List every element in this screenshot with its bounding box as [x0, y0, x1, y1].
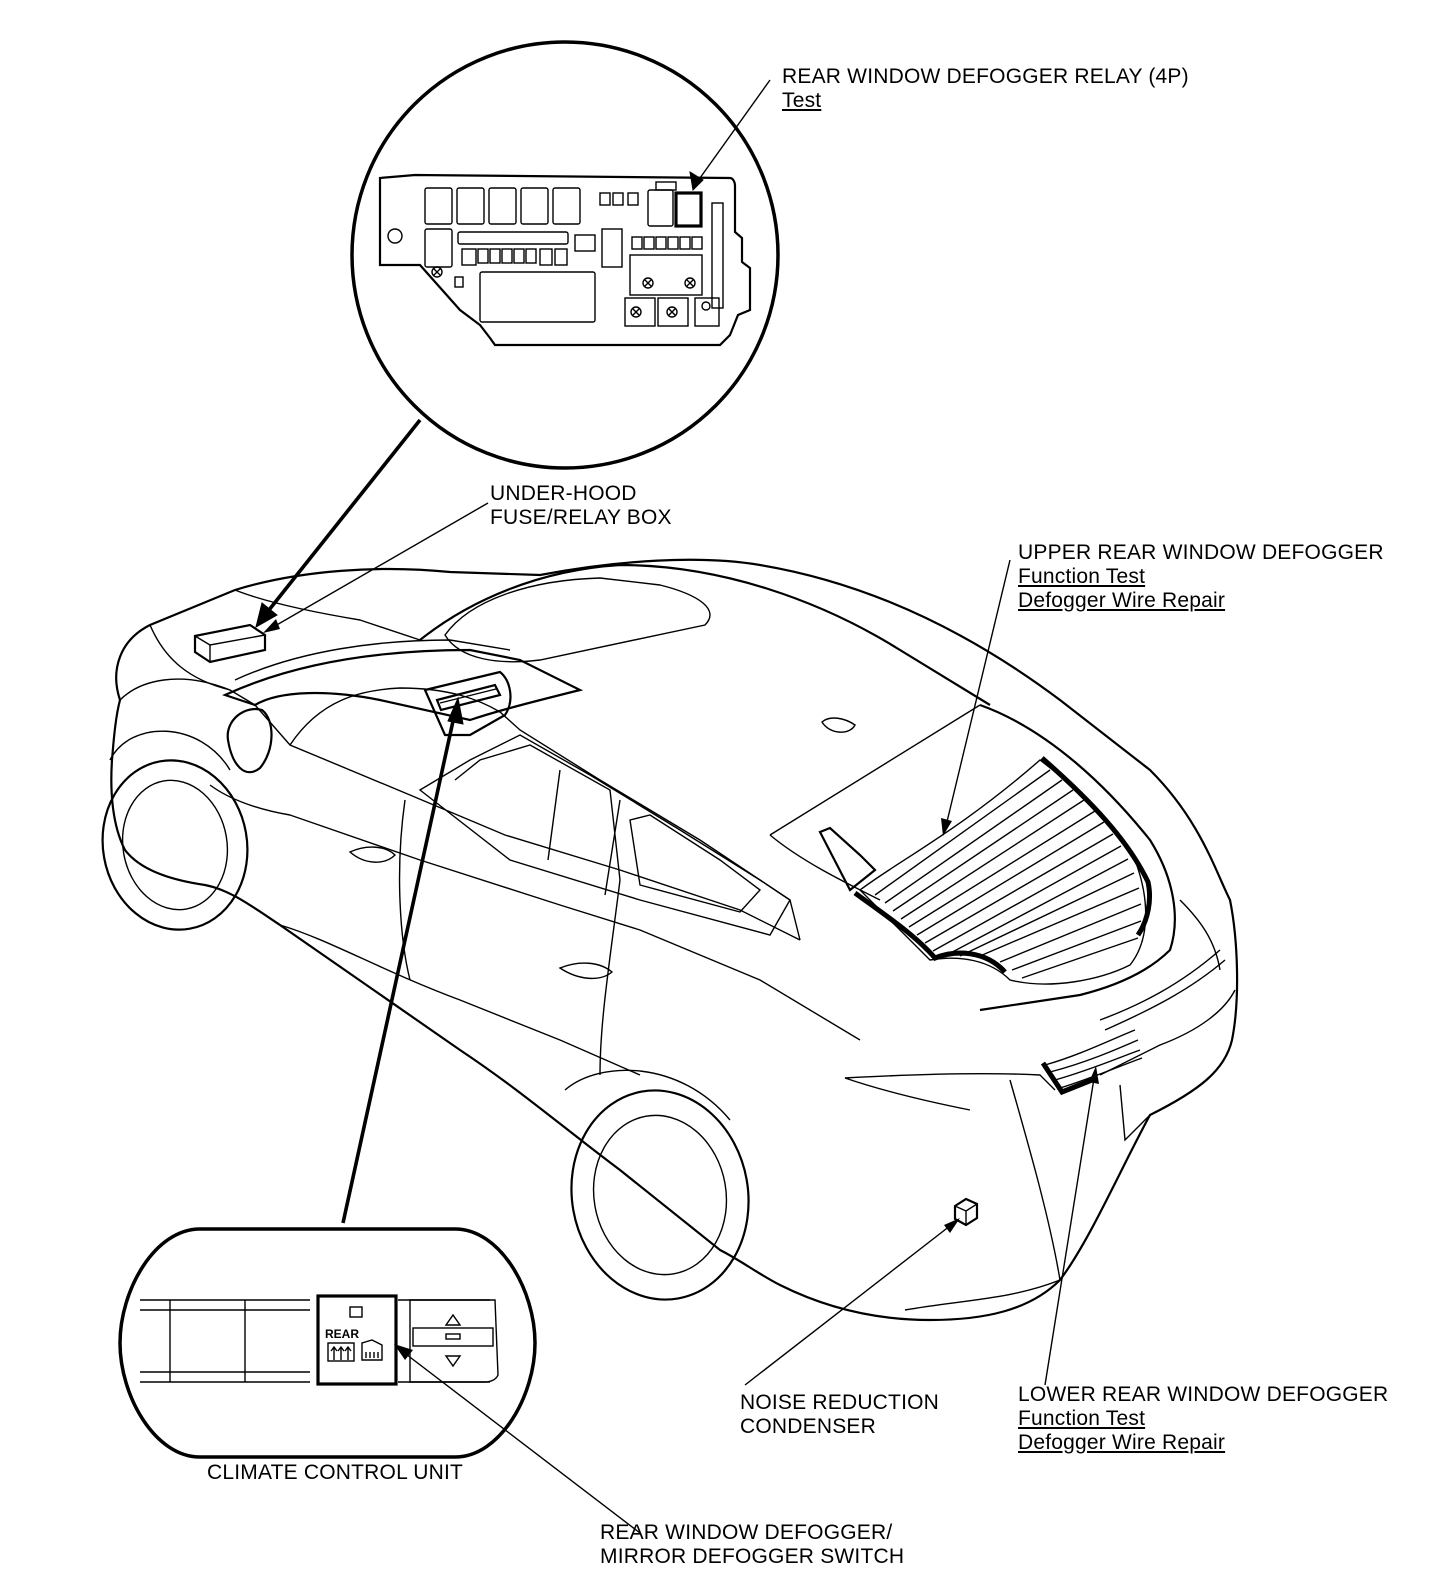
- fuse-relay-box-on-car[interactable]: [193, 623, 267, 664]
- climate-control-on-dash[interactable]: [423, 670, 512, 737]
- switch-title-line1: REAR WINDOW DEFOGGER/: [600, 1521, 893, 1544]
- upper-wire-repair-link[interactable]: Defogger Wire Repair: [1018, 589, 1226, 612]
- lower-defogger-title: LOWER REAR WINDOW DEFOGGER: [1018, 1383, 1389, 1406]
- upper-function-test-link[interactable]: Function Test: [1018, 565, 1146, 588]
- lower-defogger-callout: LOWER REAR WINDOW DEFOGGER Function Test…: [1018, 1383, 1388, 1455]
- lower-rear-window-defogger-grid[interactable]: [1040, 1029, 1143, 1096]
- relay-callout: REAR WINDOW DEFOGGER RELAY (4P) Test: [782, 65, 1189, 113]
- relay-title: REAR WINDOW DEFOGGER RELAY (4P): [782, 65, 1189, 88]
- leader-lines: [255, 79, 1099, 1534]
- condenser-title-line2: CONDENSER: [740, 1415, 876, 1438]
- climate-unit-title: CLIMATE CONTROL UNIT: [207, 1461, 464, 1484]
- rear-button-label: REAR: [325, 1327, 359, 1341]
- down-triangle-icon: [444, 1355, 462, 1368]
- mirror-defogger-icon: [361, 1339, 383, 1361]
- relay-test-link[interactable]: Test: [782, 89, 822, 112]
- rear-defogger-switch-button[interactable]: REAR: [316, 1294, 398, 1386]
- lower-wire-repair-link[interactable]: Defogger Wire Repair: [1018, 1431, 1226, 1454]
- relay-box-detail-circle: [350, 40, 780, 470]
- climate-unit-callout: CLIMATE CONTROL UNIT: [207, 1461, 463, 1485]
- noise-reduction-condenser-part[interactable]: [953, 1197, 979, 1227]
- rear-window-defogger-relay[interactable]: [674, 191, 703, 228]
- car-illustration: [101, 558, 1239, 1322]
- upper-rear-window-defogger-grid[interactable]: [818, 756, 1153, 985]
- lower-function-test-link[interactable]: Function Test: [1018, 1407, 1146, 1430]
- screw-icon: [431, 266, 711, 318]
- condenser-title-line1: NOISE REDUCTION: [740, 1391, 940, 1414]
- upper-defogger-callout: UPPER REAR WINDOW DEFOGGER Function Test…: [1018, 541, 1384, 613]
- fusebox-title-line1: UNDER-HOOD: [490, 482, 637, 505]
- upper-defogger-title: UPPER REAR WINDOW DEFOGGER: [1018, 541, 1384, 564]
- fusebox-title-line2: FUSE/RELAY BOX: [490, 506, 672, 529]
- switch-callout: REAR WINDOW DEFOGGER/ MIRROR DEFOGGER SW…: [600, 1521, 904, 1569]
- condenser-callout: NOISE REDUCTION CONDENSER: [740, 1391, 939, 1439]
- switch-title-line2: MIRROR DEFOGGER SWITCH: [600, 1545, 905, 1568]
- up-triangle-icon: [444, 1313, 462, 1326]
- fusebox-callout: UNDER-HOOD FUSE/RELAY BOX: [490, 482, 672, 530]
- temperature-control[interactable]: [409, 1299, 499, 1383]
- rear-defogger-icon: [327, 1342, 355, 1362]
- climate-control-detail: REAR: [118, 1227, 537, 1459]
